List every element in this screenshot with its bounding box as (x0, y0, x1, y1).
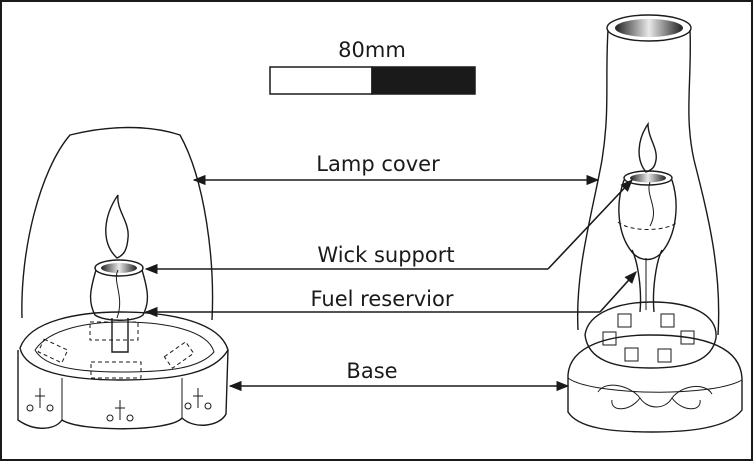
left-base-ornaments (26, 388, 212, 422)
scale-bar-label: 80mm (338, 38, 406, 62)
right-lamp-cover (576, 29, 720, 336)
right-wick (648, 181, 655, 227)
right-fuel-reservoir (618, 179, 677, 261)
right-base-ornament (597, 384, 713, 410)
left-fuel-reservoir (89, 269, 149, 321)
left-lamp (17, 126, 229, 430)
scale-bar-light-segment (269, 66, 373, 95)
right-lamp (567, 14, 743, 433)
left-lamp-cover (21, 126, 214, 321)
label-wick-support: Wick support (317, 243, 454, 267)
label-fuel-reservoir: Fuel reservior (310, 287, 453, 311)
scale-bar-dark-segment (371, 66, 476, 95)
right-fuel-level (617, 221, 679, 230)
fuel-reservoir-arrow-right (599, 271, 637, 313)
left-wick (115, 269, 121, 319)
scale-bar: 80mm (269, 38, 476, 95)
right-base-holes (602, 313, 695, 363)
right-base-rim (567, 377, 743, 393)
right-flame (638, 121, 657, 173)
right-cover-opening (615, 19, 683, 37)
callout-arrows (144, 174, 637, 392)
right-base (567, 334, 743, 433)
left-flame (105, 194, 129, 259)
left-wick-hole (101, 263, 137, 273)
left-wick-support (94, 259, 144, 277)
wick-support-arrow-right (547, 179, 633, 270)
left-base-slot (37, 338, 69, 364)
right-cover-mouth (606, 14, 692, 42)
right-wick-hole (630, 173, 666, 183)
label-base: Base (346, 359, 397, 383)
left-base-body (17, 349, 229, 430)
left-base-slot (163, 341, 195, 369)
left-stem-socket (89, 321, 139, 341)
right-base-top (584, 301, 717, 369)
left-base-inner (34, 321, 215, 373)
label-lamp-cover: Lamp cover (316, 152, 440, 176)
left-stem (111, 318, 129, 353)
left-base-slot (90, 361, 142, 379)
